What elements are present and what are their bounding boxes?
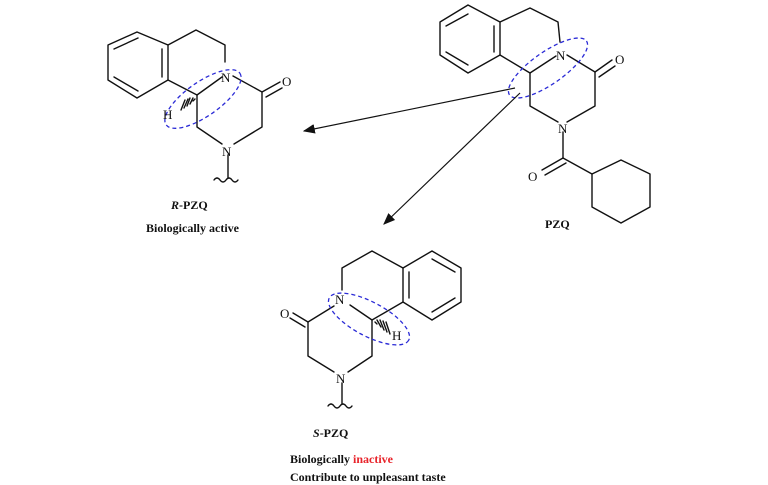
arrow-to-s-pzq [383, 92, 521, 225]
r-pzq-stereocenter-ellipse [164, 69, 242, 129]
pzq-n1-label: N [556, 48, 566, 63]
pzq-structure: N N O O [439, 4, 651, 224]
r-pzq-n2-label: N [222, 144, 232, 159]
r-pzq-piperazinone-ring [196, 75, 283, 183]
r-prefix: R [170, 198, 179, 212]
pzq-benzene-ring [439, 4, 501, 74]
pzq-o2-label: O [528, 169, 537, 184]
s-pzq-structure: N N O H [280, 250, 462, 409]
r-pzq-suffix: -PZQ [179, 198, 208, 212]
pzq-cyclohexanecarbonyl [541, 131, 651, 224]
r-pzq-structure: N N O H [107, 29, 291, 183]
pzq-stereocenter-ellipse [507, 37, 589, 99]
r-pzq-h-label: H [163, 107, 172, 122]
s-pzq-suffix: -PZQ [320, 426, 349, 440]
inactive-highlight: inactive [353, 452, 394, 466]
s-pzq-piperazinone-ring [289, 305, 373, 409]
r-pzq-activity-label: Biologically active [146, 221, 240, 235]
r-pzq-hashed-h-bond [180, 97, 196, 111]
s-pzq-activity-label: Biologically inactive [290, 452, 394, 466]
pzq-caption: PZQ [545, 217, 570, 231]
s-pzq-stereocenter-ellipse [327, 292, 411, 346]
s-pzq-tetrahydro-ring [341, 250, 404, 321]
pzq-piperazinone-ring [529, 54, 616, 123]
s-pzq-n1-label: N [335, 292, 345, 307]
s-pzq-o-label: O [280, 306, 289, 321]
pzq-o1-label: O [615, 52, 624, 67]
r-pzq-benzene-ring [107, 31, 169, 99]
s-pzq-h-label: H [392, 328, 401, 343]
pzq-n2-label: N [558, 121, 568, 136]
s-pzq-taste-label: Contribute to unpleasant taste [290, 470, 446, 484]
s-pzq-caption: S-PZQ [313, 426, 348, 440]
r-pzq-tetrahydro-ring [167, 29, 226, 96]
r-pzq-caption: R-PZQ [170, 198, 208, 212]
s-prefix: S [313, 426, 320, 440]
pzq-tetrahydro-ring [499, 7, 561, 74]
s-activity-prefix: Biologically [290, 452, 353, 466]
s-pzq-benzene-ring [402, 250, 462, 321]
s-pzq-n2-label: N [336, 371, 346, 386]
r-pzq-o-label: O [282, 74, 291, 89]
s-pzq-hashed-h-bond [374, 319, 391, 335]
arrow-to-r-pzq [302, 87, 516, 134]
r-pzq-n1-label: N [221, 70, 231, 85]
